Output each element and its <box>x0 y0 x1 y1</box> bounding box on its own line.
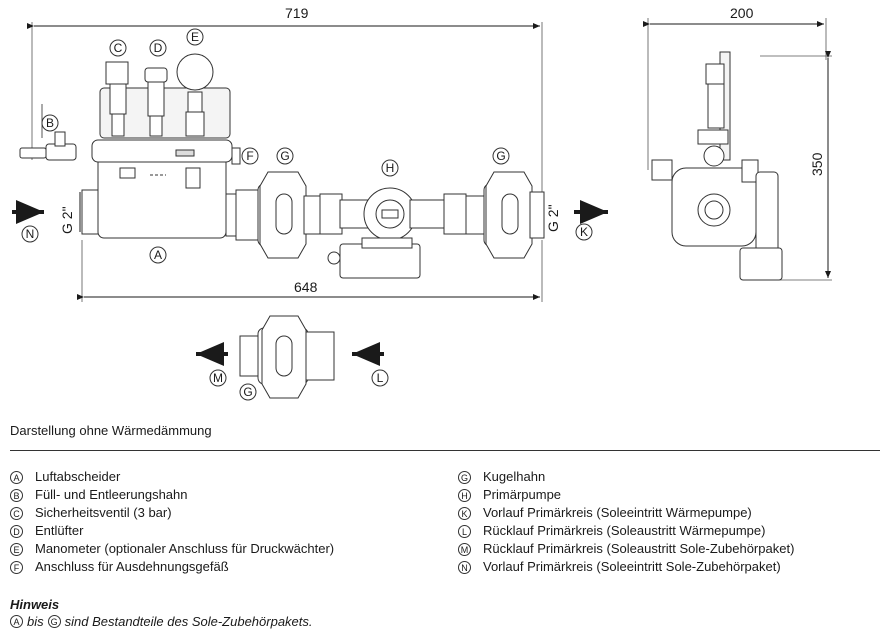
dim-719-label: 719 <box>285 5 309 21</box>
svg-text:H: H <box>386 161 395 175</box>
note-title: Hinweis <box>10 597 60 612</box>
note-to-tag: G <box>47 615 61 628</box>
ball-valve-left <box>225 171 321 259</box>
legend-text: Primärpumpe <box>483 487 562 502</box>
legend-item: H Primärpumpe <box>458 486 794 504</box>
svg-text:C: C <box>114 41 123 55</box>
legend-tag: B <box>10 488 23 502</box>
marker-f: F <box>241 147 259 165</box>
marker-m: M <box>209 369 227 387</box>
ball-valve-right <box>465 171 545 259</box>
svg-text:F: F <box>246 149 253 163</box>
svg-text:G: G <box>280 149 289 163</box>
svg-text:E: E <box>191 30 199 44</box>
ball-valve-detail <box>239 315 335 399</box>
legend-tag: H <box>458 488 471 502</box>
marker-k: K <box>575 223 593 241</box>
marker-g-right: G <box>492 147 510 165</box>
legend-tag: E <box>10 542 23 556</box>
marker-g-bottom: G <box>239 383 257 401</box>
marker-l: L <box>371 369 389 387</box>
legend-item: N Vorlauf Primärkreis (Soleeintritt Sole-… <box>458 558 794 576</box>
legend-text: Vorlauf Primärkreis (Soleeintritt Sole-Z… <box>483 559 781 574</box>
note-text: sind Bestandteile des Sole-Zubehörpakets… <box>64 614 313 629</box>
dimension-side-height: 350 <box>760 51 832 281</box>
svg-text:M: M <box>213 371 223 385</box>
legend-text: Luftabscheider <box>35 469 121 484</box>
legend-item: E Manometer (optionaler Anschluss für Dru… <box>10 540 334 558</box>
drawing-caption: Darstellung ohne Wärmedämmung <box>10 423 212 438</box>
dimension-overall-width: 719 <box>27 5 543 200</box>
legend-text: Rücklauf Primärkreis (Soleaustritt Wärme… <box>483 523 766 538</box>
svg-text:G: G <box>496 149 505 163</box>
marker-h: H <box>381 159 399 177</box>
legend-tag: M <box>458 542 471 556</box>
legend-tag: A <box>10 470 23 484</box>
dimension-inner-width: 648 <box>77 240 543 302</box>
legend-item: C Sicherheitsventil (3 bar) <box>10 504 334 522</box>
safety-valve <box>105 61 129 137</box>
thread-left-label: G 2" <box>59 206 75 234</box>
legend-tag: F <box>10 560 23 574</box>
thread-right-label: G 2" <box>545 204 561 232</box>
technical-drawing: 719 648 G 2" <box>12 5 832 401</box>
svg-text:B: B <box>46 116 54 130</box>
legend-text: Füll- und Entleerungshahn <box>35 487 188 502</box>
legend-left: A Luftabscheider B Füll- und Entleerungsha… <box>10 468 334 576</box>
drain-valve <box>19 104 77 161</box>
note-line: A bis G sind Bestandteile des Sole-Zubeh… <box>10 614 317 629</box>
marker-a: A <box>149 246 167 264</box>
legend-text: Kugelhahn <box>483 469 546 484</box>
marker-c: C <box>109 39 127 57</box>
legend-text: Vorlauf Primärkreis (Soleeintritt Wärmep… <box>483 505 752 520</box>
legend-tag: K <box>458 506 471 520</box>
manometer <box>176 53 214 137</box>
legend-text: Entlüfter <box>35 523 84 538</box>
legend-item: G Kugelhahn <box>458 468 794 486</box>
dim-648-label: 648 <box>294 279 318 295</box>
svg-text:N: N <box>26 227 35 241</box>
marker-n: N <box>21 225 39 243</box>
dim-200-label: 200 <box>730 5 754 21</box>
note-from-tag: A <box>10 615 23 628</box>
svg-text:K: K <box>580 225 588 239</box>
marker-g-left: G <box>276 147 294 165</box>
expansion-connection <box>231 147 241 165</box>
legend-item: F Anschluss für Ausdehnungsgefäß <box>10 558 334 576</box>
marker-d: D <box>149 39 167 57</box>
legend-item: D Entlüfter <box>10 522 334 540</box>
divider <box>10 450 880 451</box>
svg-text:A: A <box>154 248 162 262</box>
svg-text:G: G <box>243 385 252 399</box>
legend-item: M Rücklauf Primärkreis (Soleaustritt Sole… <box>458 540 794 558</box>
svg-text:D: D <box>154 41 163 55</box>
dimension-side-width: 200 <box>643 5 827 170</box>
legend-text: Sicherheitsventil (3 bar) <box>35 505 172 520</box>
legend-tag: G <box>458 470 471 484</box>
primary-pump <box>319 187 467 279</box>
legend-tag: D <box>10 524 23 538</box>
legend-tag: L <box>458 524 471 538</box>
legend-right: G Kugelhahn H Primärpumpe K Vorlauf Primärk… <box>458 468 794 576</box>
svg-text:L: L <box>377 371 384 385</box>
legend-item: K Vorlauf Primärkreis (Soleeintritt Wärme… <box>458 504 794 522</box>
legend-tag: N <box>458 560 471 574</box>
note-bis: bis <box>27 614 44 629</box>
marker-b: B <box>41 114 59 132</box>
marker-e: E <box>186 28 204 46</box>
legend-item: B Füll- und Entleerungshahn <box>10 486 334 504</box>
dim-350-label: 350 <box>809 152 825 176</box>
bleed-valve <box>144 67 168 137</box>
legend-text: Anschluss für Ausdehnungsgefäß <box>35 559 229 574</box>
legend-text: Rücklauf Primärkreis (Soleaustritt Sole-… <box>483 541 795 556</box>
legend-text: Manometer (optionaler Anschluss für Druc… <box>35 541 335 556</box>
side-view <box>651 51 783 281</box>
legend-item: L Rücklauf Primärkreis (Soleaustritt Wärm… <box>458 522 794 540</box>
legend-tag: C <box>10 506 23 520</box>
legend-item: A Luftabscheider <box>10 468 334 486</box>
